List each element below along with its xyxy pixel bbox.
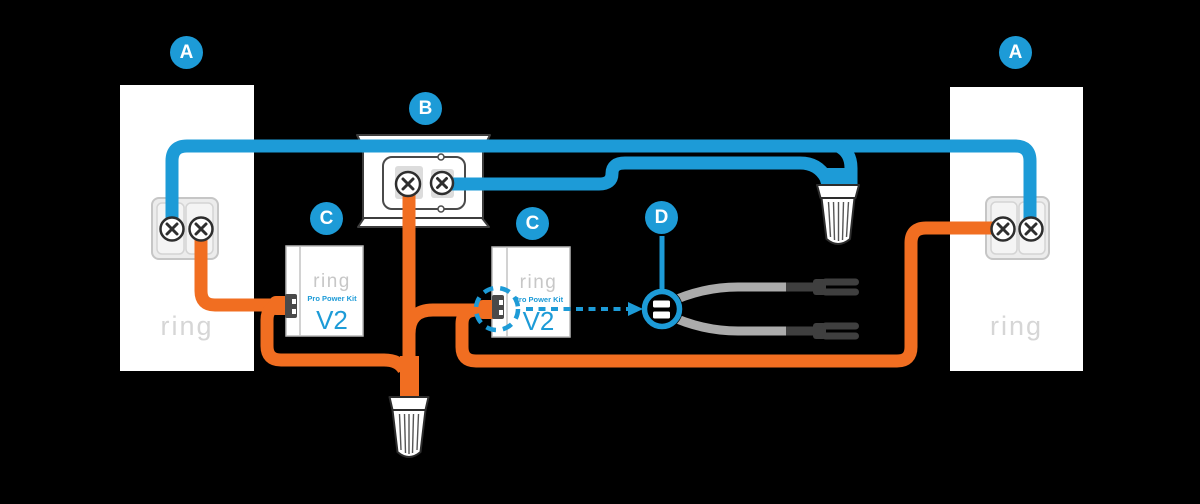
spade-terminal-top	[813, 278, 859, 296]
screw-transformer-2	[429, 170, 455, 196]
connector-highlight-ring	[641, 288, 683, 330]
dashed-callout	[473, 285, 643, 333]
wire-nut-blue	[816, 184, 860, 245]
screw-terminals	[159, 170, 1044, 242]
screw-left-doorbell-1	[159, 216, 185, 242]
blue-wire-branch-to-nut	[834, 140, 858, 188]
orange-wire-branch-to-kit-center	[402, 303, 488, 335]
screw-right-doorbell-1	[990, 216, 1016, 242]
orange-wire-kit-center-to-right-doorbell	[455, 221, 1006, 368]
doorbell-left	[120, 85, 254, 371]
connector-pin-bottom	[653, 311, 670, 319]
label-c-center: C	[516, 207, 549, 240]
kit-connectors	[269, 294, 504, 319]
label-a-right: A	[999, 36, 1032, 69]
screw-right-doorbell-2	[1018, 216, 1044, 242]
kit-left-connector	[285, 294, 297, 318]
wire-nut-orange	[388, 396, 430, 458]
pro-power-kit-left-box	[285, 245, 364, 337]
connector-pin-top	[653, 300, 670, 308]
pro-power-kit-center-box	[491, 246, 571, 338]
screw-transformer-1	[394, 170, 422, 198]
blue-wire-doorbell-to-doorbell	[165, 139, 1037, 236]
chime-wires	[666, 278, 859, 340]
dashed-arrow-head	[628, 302, 643, 316]
dashed-highlight-circle	[473, 285, 521, 333]
blue-wire-transformer-to-nut	[444, 156, 836, 191]
label-c-left: C	[310, 202, 343, 235]
label-a-left: A	[170, 36, 203, 69]
orange-wire-left-doorbell-to-kit	[194, 236, 284, 312]
kit-center-connector	[492, 295, 504, 319]
spade-terminal-bottom	[813, 322, 859, 340]
screw-left-doorbell-2	[188, 216, 214, 242]
label-d: D	[645, 201, 678, 234]
blue-wires	[165, 139, 1037, 236]
wire-connector-assembly	[641, 236, 683, 330]
label-b: B	[409, 92, 442, 125]
